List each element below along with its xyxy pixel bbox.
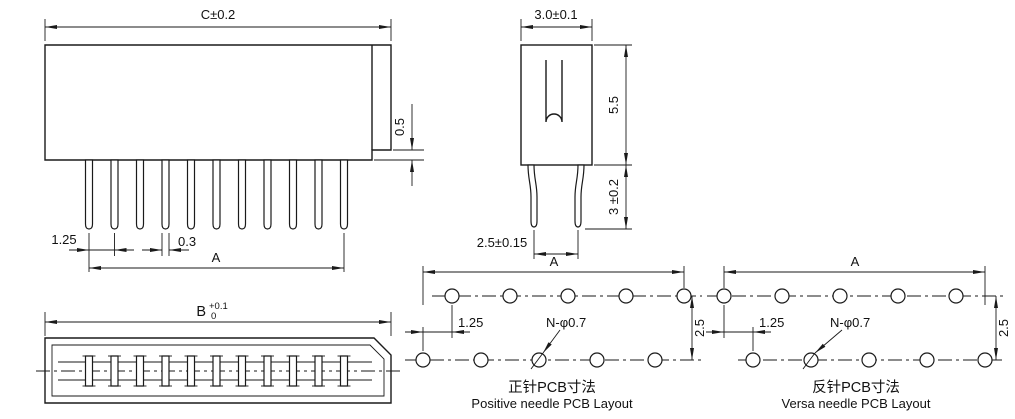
versa-title-en: Versa needle PCB Layout — [782, 396, 931, 411]
dim-row-gap-positive: 2.5 — [690, 296, 707, 360]
front-pins — [84, 159, 349, 230]
dim-side-width-label: 3.0±0.1 — [534, 7, 577, 22]
positive-title-en: Positive needle PCB Layout — [471, 396, 633, 411]
dim-row-gap-versa: 2.5 — [994, 296, 1011, 360]
dim-b-tol-upper: +0.1 — [209, 301, 228, 312]
dim-b-tol-lower: 0 — [211, 311, 216, 322]
dim-pin-span-label: 2.5±0.15 — [477, 235, 528, 250]
positive-title-cn: 正针PCB寸法 — [508, 379, 596, 396]
dim-c-label: C±0.2 — [201, 7, 236, 22]
dim-pitch-1-25: 1.25 — [51, 232, 134, 272]
front-view: C±0.2 0.5 1.25 — [44, 7, 424, 272]
positive-top-holes — [444, 288, 692, 304]
dim-side-height: 5.5 — [594, 44, 632, 166]
side-body — [520, 44, 593, 166]
dim-pitch-label: 1.25 — [51, 232, 76, 247]
hole-callout-versa-label: N-φ0.7 — [830, 315, 870, 330]
dim-step-label: 0.5 — [392, 118, 407, 136]
dim-a-versa: A — [723, 254, 986, 305]
dim-a-front-label: A — [212, 250, 221, 265]
dim-offset-positive: 1.25 — [405, 305, 483, 351]
dim-pin-width-label: 0.3 — [178, 234, 196, 249]
bottom-view: B +0.1 0 — [36, 301, 400, 404]
dim-side-height-label: 5.5 — [606, 96, 621, 114]
dim-offset-versa-label: 1.25 — [759, 315, 784, 330]
dim-offset-positive-label: 1.25 — [458, 315, 483, 330]
dim-row-gap-versa-label: 2.5 — [996, 319, 1011, 337]
dim-offset-versa: 1.25 — [706, 305, 784, 351]
dim-pin-span: 2.5±0.15 — [477, 230, 579, 259]
pcb-layout-versa: A 1.25 N-φ0.7 2.5 反针PCB寸法 Versa needle P… — [706, 254, 1011, 411]
dim-c: C±0.2 — [44, 7, 392, 41]
dim-b: B +0.1 0 — [44, 301, 392, 336]
front-body — [44, 44, 392, 161]
hole-callout-positive: N-φ0.7 — [530, 315, 586, 370]
dim-step-0-5: 0.5 — [374, 104, 424, 186]
side-pins — [527, 164, 585, 228]
dim-pin-length-label: 3 ±0.2 — [606, 179, 621, 215]
hole-callout-versa: N-φ0.7 — [802, 315, 870, 370]
hole-callout-positive-label: N-φ0.7 — [546, 315, 586, 330]
pcb-layout-positive: A 1.25 N-φ0.7 2.5 正针PCB寸法 Positive needl… — [405, 254, 707, 411]
dim-pin-length: 3 ±0.2 — [585, 165, 632, 230]
side-view: 3.0±0.1 5.5 3 ±0.2 2.5±0.15 — [477, 7, 632, 259]
dim-a-versa-label: A — [851, 254, 860, 269]
dim-row-gap-positive-label: 2.5 — [692, 319, 707, 337]
dim-pin-width-0-3: 0.3 — [142, 233, 196, 256]
dim-b-label: B — [196, 304, 206, 320]
dim-a-positive-label: A — [550, 254, 559, 269]
versa-title-cn: 反针PCB寸法 — [812, 379, 900, 396]
dim-side-width: 3.0±0.1 — [520, 7, 593, 41]
dim-a-front: A — [89, 233, 345, 272]
dim-a-positive: A — [422, 254, 685, 305]
